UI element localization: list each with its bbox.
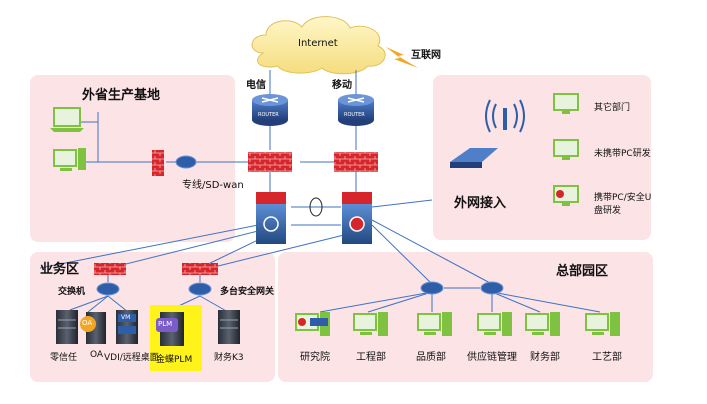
remote-base-title: 外省生产基地 xyxy=(82,88,161,103)
pc-research-icon xyxy=(295,312,330,336)
hq-switch-left-icon xyxy=(420,281,444,295)
router-mobile xyxy=(338,94,374,126)
external-access-title: 外网接入 xyxy=(454,196,507,211)
gateway-device-icon xyxy=(450,148,498,168)
zone-remote-base xyxy=(30,75,235,242)
server-plm-icon xyxy=(156,312,184,346)
business-switch-icon xyxy=(96,282,120,296)
pc-rd-with-laptop-icon xyxy=(553,185,579,206)
firewall-telecom-icon xyxy=(248,152,292,172)
server-oa-icon xyxy=(80,312,106,344)
pc-rd-no-laptop-icon xyxy=(553,139,579,160)
server-label-vdi: VDI/远程桌面 xyxy=(104,353,159,363)
dept-label-research: 研究院 xyxy=(300,352,330,363)
remote-laptop-icon xyxy=(50,107,84,132)
pc-quality-icon xyxy=(417,312,452,336)
remote-switch-icon xyxy=(175,155,197,169)
vm-badge: VM xyxy=(121,314,131,321)
gateway-switch-icon xyxy=(188,282,212,296)
plm-badge: PLM xyxy=(158,320,173,328)
router-mobile-text: ROUTER xyxy=(344,112,365,118)
server-label-k3: 财务K3 xyxy=(214,353,244,363)
server-label-oa: OA xyxy=(90,350,104,360)
server-vdi-icon xyxy=(116,310,138,344)
mobile-label: 移动 xyxy=(332,80,352,91)
server-k3-icon xyxy=(218,310,240,344)
firewall-business-icon xyxy=(94,263,126,275)
pc-process-icon xyxy=(585,312,620,336)
core-switch-left xyxy=(256,192,286,244)
dept-label-engineering: 工程部 xyxy=(356,352,386,363)
internet-label: Internet xyxy=(298,38,338,49)
wireless-ap-icon xyxy=(485,99,525,133)
telecom-label: 电信 xyxy=(246,80,266,91)
business-switch-label: 交换机 xyxy=(58,287,86,297)
firewall-mobile-icon xyxy=(334,152,378,172)
router-telecom-text: ROUTER xyxy=(258,112,279,118)
zone-external-access xyxy=(433,75,651,240)
external-item-2: 未携带PC研发 xyxy=(594,149,651,159)
firewall-remote-icon xyxy=(152,150,164,176)
pc-supply-chain-icon xyxy=(477,312,512,336)
hq-switch-right-icon xyxy=(480,281,504,295)
server-zero-trust-icon xyxy=(56,310,78,344)
hq-pcs xyxy=(295,312,620,336)
pc-finance-icon xyxy=(525,312,560,336)
pc-engineering-icon xyxy=(353,312,388,336)
remote-link-label: 专线/SD-wan xyxy=(182,180,244,191)
link-loop-icon xyxy=(309,197,323,217)
firewall-gateway-icon xyxy=(182,263,218,275)
business-title: 业务区 xyxy=(40,262,80,277)
lightning-icon xyxy=(386,47,418,68)
public-net-label: 互联网 xyxy=(411,50,441,61)
external-item-3: 携带PC/安全U盘研发 xyxy=(594,193,652,216)
hq-title: 总部园区 xyxy=(556,264,609,279)
dept-label-quality: 品质部 xyxy=(416,352,446,363)
server-label-zero-trust: 零信任 xyxy=(50,353,78,363)
server-label-plm: 金蝶PLM xyxy=(156,355,193,365)
oa-badge: OA xyxy=(82,319,93,327)
core-switch-right xyxy=(342,192,372,244)
remote-desktop-icon xyxy=(53,148,86,171)
internet-cloud xyxy=(251,16,386,75)
external-item-1: 其它部门 xyxy=(594,103,631,113)
dept-label-finance: 财务部 xyxy=(530,352,560,363)
dept-label-process: 工艺部 xyxy=(592,352,622,363)
pc-other-dept-icon xyxy=(553,93,579,114)
zone-hq xyxy=(278,252,653,382)
gateway-label: 多台安全网关 xyxy=(220,287,275,297)
router-telecom xyxy=(252,94,288,126)
dept-label-supply-chain: 供应链管理 xyxy=(467,352,517,363)
